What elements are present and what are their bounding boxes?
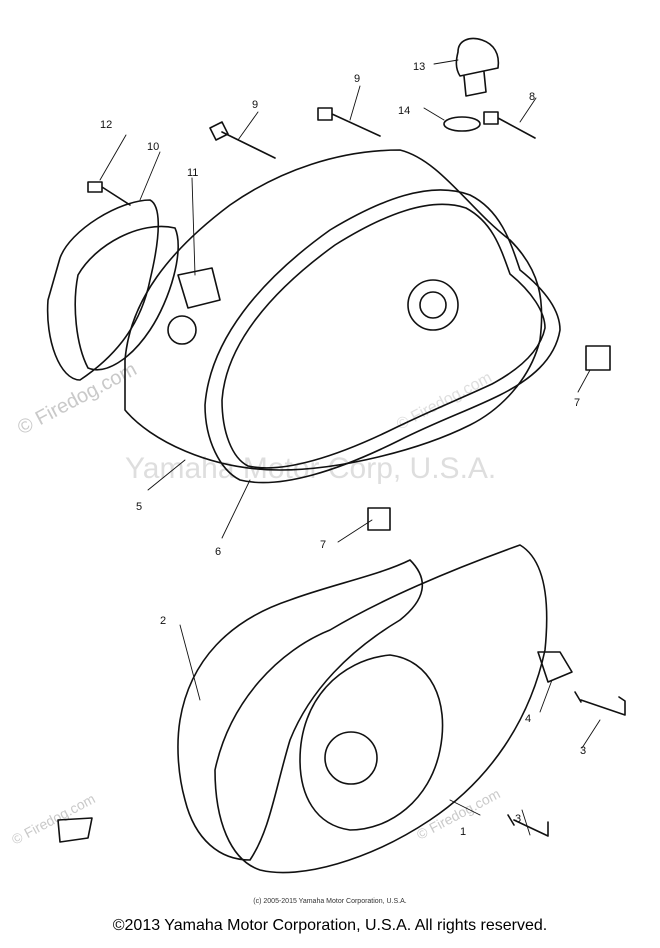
callout-9b: 9 [354,73,360,85]
bolt-9b [317,107,381,137]
bolt-9a [209,121,276,159]
crankcase-boss [167,315,197,345]
fwd-arrow [57,817,93,843]
oil-boss [177,267,221,309]
gasket [204,189,561,484]
callout-13: 13 [413,61,425,73]
bolt-3b [507,814,549,837]
clutch-cover-boss [324,731,378,785]
callout-2: 2 [160,615,166,627]
callout-14: 14 [398,105,410,117]
o-ring [443,116,481,132]
bolt-8 [483,111,536,139]
small-cover-gasket [74,225,179,371]
dowel-7a [585,345,611,371]
callout-7b: 7 [320,539,326,551]
callout-9a: 9 [252,99,258,111]
copyright-notice: ©2013 Yamaha Motor Corporation, U.S.A. A… [112,917,548,934]
watermark-firedog-left: © Firedog.com [14,358,140,439]
clutch-cover-dome [299,654,444,831]
fine-print: (c) 2005-2015 Yamaha Motor Corporation, … [253,898,407,905]
cover-gasket [177,559,424,861]
crankcase-bearing-inner [419,291,447,319]
callout-11: 11 [187,167,198,179]
callout-7a: 7 [574,397,580,409]
callout-6: 6 [215,546,221,558]
dowel-7b [367,507,391,531]
callout-8: 8 [529,91,535,103]
callout-1: 1 [460,826,466,838]
callout-5: 5 [136,501,142,513]
crankcase-bearing [407,279,459,331]
clamp [537,651,573,683]
callout-3b: 3 [515,813,521,825]
bolt-12 [87,181,131,206]
bolt-3a [574,691,626,716]
gasket-inner [221,203,546,469]
callout-12: 12 [100,119,112,131]
oil-filler-plug [455,37,500,97]
watermark-firedog-mid: © Firedog.com [394,369,495,433]
small-cover [46,199,160,381]
crankcase [124,149,543,471]
callout-3a: 3 [580,745,586,757]
callout-4: 4 [525,713,531,725]
leader-lines [99,59,601,836]
callout-10: 10 [147,141,159,153]
clutch-cover [214,544,548,874]
watermark-firedog-lower-right: © Firedog.com [414,785,503,842]
